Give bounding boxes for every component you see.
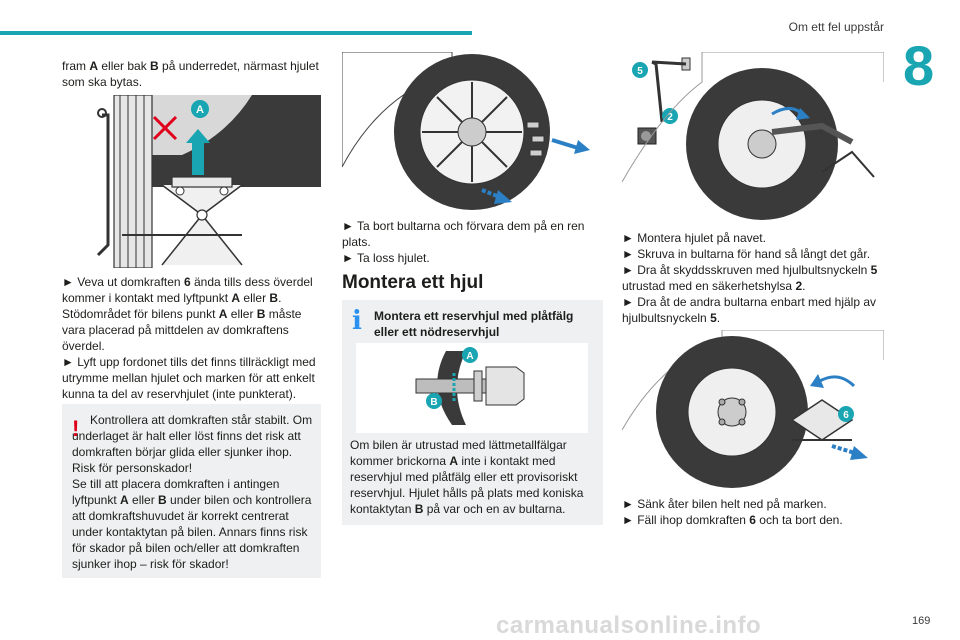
jack-steps: ► Veva ut domkraften 6 ända tills dess ö… bbox=[62, 274, 322, 402]
warning-line-2: Se till att placera domkraften i antinge… bbox=[72, 477, 312, 571]
warning-line-1: Kontrollera att domkraften står stabilt.… bbox=[72, 413, 313, 475]
intro-text: fram A eller bak B på underredet, närmas… bbox=[62, 59, 319, 89]
step-support-note: Stödområdet för bilens punkt A eller B m… bbox=[62, 307, 302, 353]
step-lower-vehicle: ► Sänk åter bilen helt ned på marken. bbox=[622, 497, 827, 511]
wrench-5-label: 5 bbox=[637, 66, 643, 77]
warning-text: Kontrollera att domkraften står stabilt.… bbox=[72, 412, 314, 572]
bolt-washer-illustration: A B bbox=[356, 343, 588, 433]
wheel-removal-illustration bbox=[342, 52, 602, 212]
step-lift-vehicle: ► Lyft upp fordonet tills det finns till… bbox=[62, 355, 316, 401]
step-mount-wheel: ► Montera hjulet på navet. bbox=[622, 231, 766, 245]
jack-raise-illustration: A bbox=[62, 95, 321, 268]
intro-paragraph: fram A eller bak B på underredet, närmas… bbox=[62, 58, 322, 90]
removal-steps: ► Ta bort bultarna och förvara dem på en… bbox=[342, 218, 602, 266]
lower-steps: ► Sänk åter bilen helt ned på marken. ► … bbox=[622, 496, 884, 528]
mount-steps: ► Montera hjulet på navet. ► Skruva in b… bbox=[622, 230, 884, 326]
step-remove-bolts: ► Ta bort bultarna och förvara dem på en… bbox=[342, 219, 585, 249]
step-tighten-others: ► Dra åt de andra bultarna enbart med hj… bbox=[622, 295, 877, 325]
step-fold-jack: ► Fäll ihop domkraften 6 och ta bort den… bbox=[622, 513, 843, 527]
step-tighten-lock: ► Dra åt skyddsskruven med hjulbultsnyck… bbox=[622, 263, 878, 293]
step-screw-bolts: ► Skruva in bultarna för hand så långt d… bbox=[622, 247, 871, 261]
washer-a-label: A bbox=[466, 351, 473, 362]
wheel-mount-illustration: 5 2 bbox=[622, 52, 884, 222]
cone-b-label: B bbox=[430, 397, 437, 408]
watermark: carmanualsonline.info bbox=[496, 612, 762, 639]
info-box: i Montera ett reservhjul med plåtfälg el… bbox=[342, 300, 603, 525]
chapter-badge bbox=[888, 24, 960, 112]
info-icon: i bbox=[352, 306, 362, 336]
chapter-title: Om ett fel uppstår bbox=[788, 20, 884, 34]
step-remove-wheel: ► Ta loss hjulet. bbox=[342, 251, 430, 265]
info-title: Montera ett reservhjul med plåtfälg elle… bbox=[374, 309, 574, 339]
warning-icon: ! bbox=[72, 416, 80, 441]
jack-6-label: 6 bbox=[843, 410, 849, 421]
step-raise-jack: ► Veva ut domkraften 6 ända tills dess ö… bbox=[62, 275, 313, 305]
info-text: Om bilen är utrustad med lättmetallfälga… bbox=[350, 438, 584, 516]
lock-2-label: 2 bbox=[667, 112, 673, 123]
point-a-label: A bbox=[196, 104, 204, 116]
header-accent-line bbox=[0, 31, 472, 35]
lower-vehicle-illustration: 6 bbox=[622, 330, 884, 490]
page-number: 169 bbox=[912, 615, 931, 627]
chapter-number: 8 bbox=[903, 34, 935, 97]
section-title: Montera ett hjul bbox=[342, 272, 484, 293]
warning-box: ! Kontrollera att domkraften står stabil… bbox=[62, 404, 321, 578]
